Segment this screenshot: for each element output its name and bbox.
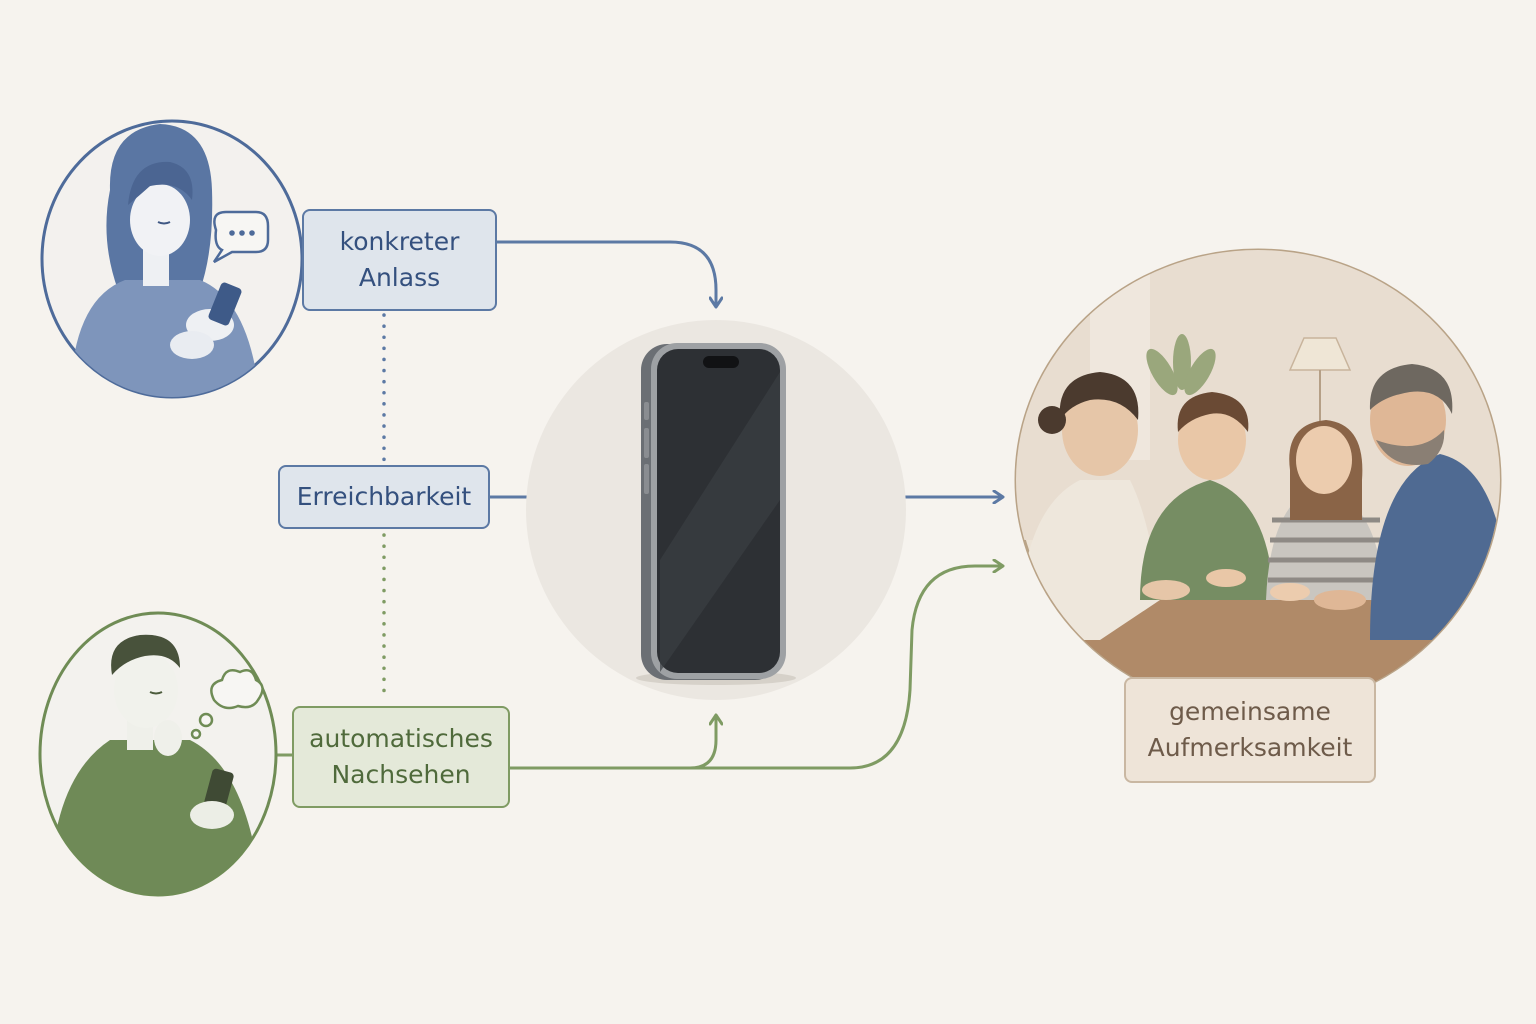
arrow-nachsehen-to-family xyxy=(690,566,1002,770)
man-with-phone-icon xyxy=(38,611,278,897)
speech-bubble-icon xyxy=(212,210,270,264)
label-konkreter-anlass: konkreter Anlass xyxy=(302,209,497,311)
woman-with-phone-icon xyxy=(40,119,304,399)
smartphone-icon xyxy=(526,320,906,700)
arrow-anlass-to-phone xyxy=(497,240,716,306)
label-automatisches-nachsehen: automatisches Nachsehen xyxy=(292,706,510,808)
arrow-nachsehen-to-phone xyxy=(510,716,716,770)
thought-bubble-icon xyxy=(190,669,264,740)
label-gemeinsame-aufmerksamkeit: gemeinsame Aufmerksamkeit xyxy=(1124,677,1376,783)
label-erreichbarkeit: Erreichbarkeit xyxy=(278,465,490,529)
